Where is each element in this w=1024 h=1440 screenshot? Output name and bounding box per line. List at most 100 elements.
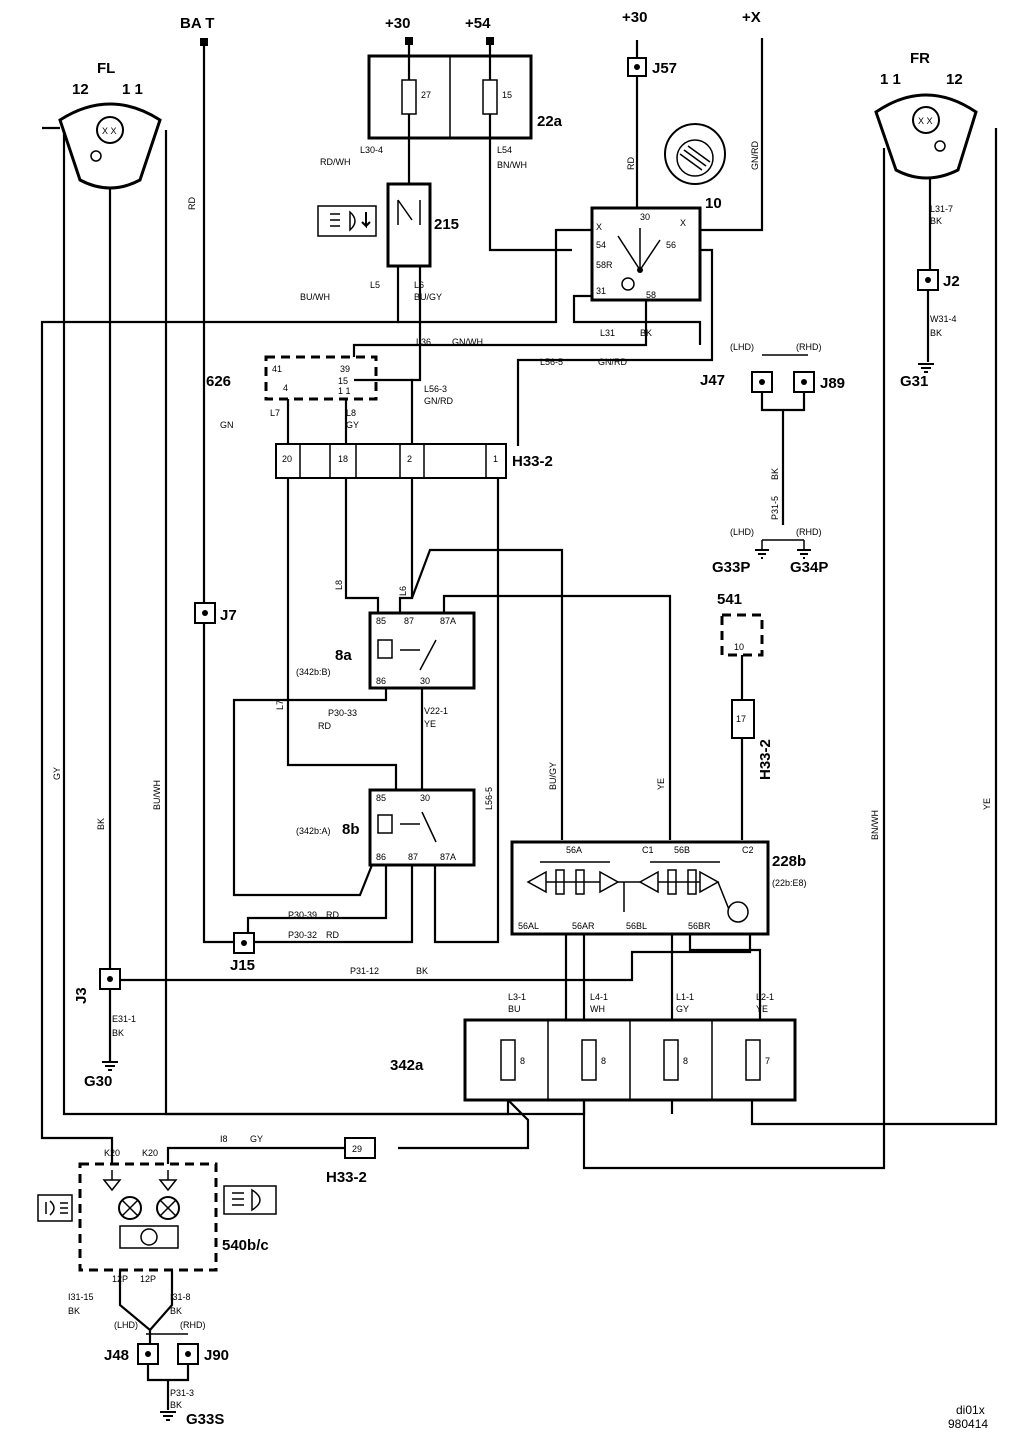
switch-215[interactable] [386,182,432,268]
wire-l2-1 [688,934,762,1020]
wire-l56-x [700,38,764,232]
module-pin-c2: C2 [742,845,754,855]
headlight-fl: X X [58,102,162,190]
high-beam-icon [223,1185,277,1215]
module-pin-56br: 56BR [688,921,711,931]
connector-540bc-label: 540b/c [222,1237,269,1254]
wire-gnrd-label: GN/RD [750,141,760,171]
headlight-fl-label: FL [97,60,115,77]
wire-l7-down-label: L7 [275,700,285,710]
ground-g31-label: G31 [900,373,928,390]
switch-215-label: 215 [434,216,459,233]
wire-bnwh-label: BN/WH [497,160,527,170]
wire-p30-33-color: RD [318,721,331,731]
headlight-fl-pin12: 12 [72,81,89,98]
headlight-fr-pin12: 12 [946,71,963,88]
wire-l4-1-color: WH [590,1004,605,1014]
relay-8b-label: 8b [342,821,360,838]
fuse-342a-2 [581,1039,597,1081]
junction-j57-label: J57 [652,60,677,77]
fuse-15-label: 15 [502,90,512,100]
wire-l1-1-label: L1-1 [676,992,694,1002]
wire-l56-5-color: GN/RD [598,357,628,367]
rhd-label-mid: (RHD) [796,527,822,537]
fuse15-out-wire [488,114,572,252]
junction-j48-dot [145,1351,151,1357]
module-pin-56a: 56A [566,845,582,855]
switch-10-pivot [637,267,643,273]
relay-8a-pin87: 87 [404,616,414,626]
bat-wire-label: RD [187,197,197,210]
rhd-label-top: (RHD) [796,342,822,352]
junction-j2-dot [925,277,931,283]
lhd-label-bot: (LHD) [114,1320,138,1330]
bat-wire [202,46,248,944]
relay-8a-pin86: 86 [376,676,386,686]
ground-g30-label: G30 [84,1073,112,1090]
junction-j90-label: J90 [204,1347,229,1364]
wire-l2 [750,128,998,1126]
relay-8b-coil [377,814,393,834]
bulb-cross-right [159,1199,177,1217]
wire-w31-4-label: W31-4 [930,314,957,324]
wire-i31-15-color: BK [68,1306,80,1316]
wire-p31-3 [146,1364,190,1410]
junction-j3-dot [107,976,113,982]
junction-j89-label: J89 [820,375,845,392]
connector-541-label: 541 [717,591,742,608]
relay-8b-pin30: 30 [420,793,430,803]
headlight-fr-label: FR [910,50,930,67]
relay-8a-pin87a: 87A [440,616,456,626]
pin-54-label: 54 [596,240,606,250]
pin-56-label: 56 [666,240,676,250]
wire-i31-8-label: I31-8 [170,1292,191,1302]
connector-626-label: 626 [206,373,231,390]
bulb-cross-left [121,1199,139,1217]
ground-split [761,539,805,550]
relay-8b-contact [400,811,437,843]
junction-j90-dot [185,1351,191,1357]
wire-p30-39 [246,865,388,935]
wire-l56-5 [516,248,714,446]
wire-w31-4-color: BK [930,328,942,338]
wire-l3-1-color: BU [508,1004,521,1014]
wire-p30-32-label: P30-32 [288,930,317,940]
relay-8b-pin85: 85 [376,793,386,803]
wire-i8-label: I8 [220,1134,228,1144]
pin-15-label: 15 [338,376,348,386]
pin-x-label: X [680,218,686,228]
ground-icon [918,363,934,373]
junction-j47-dot [759,379,765,385]
lhd-label-top: (LHD) [730,342,754,352]
plus54-terminal-label: +54 [465,15,491,32]
wire-i8-color: GY [250,1134,263,1144]
wire-l56-3-color: GN/RD [424,396,454,406]
wire-l1-1-color: GY [676,1004,689,1014]
wire-p30-32-color: RD [326,930,339,940]
connector-541 [720,613,764,657]
wire-p30-33-label: P30-33 [328,708,357,718]
footer-date: 980414 [948,1417,988,1431]
ground-icon [755,549,769,559]
wire-p31-12-color: BK [416,966,428,976]
fog-light-icon [37,1194,73,1222]
relay-8a-pin85: 85 [376,616,386,626]
wire-l36 [352,300,648,366]
fuse-342a-1 [500,1039,516,1081]
relay-8b-pin87a: 87A [440,852,456,862]
wire-l7-down [286,478,398,790]
relay-8a-sub: (342b:B) [296,667,331,677]
pin-s-label: X [596,222,602,232]
pin-58r-label: 58R [596,260,613,270]
module-pin-56ar: 56AR [572,921,595,931]
h33-2-dividers [299,444,487,478]
fuse-342a-2-label: 8 [601,1056,606,1066]
pin-31-label: 31 [596,286,606,296]
relay-8b-pin86: 86 [376,852,386,862]
wire-l17-color: YE [656,778,666,790]
relay-8b-sub: (342b:A) [296,826,331,836]
plus30-terminal-label: +30 [385,15,410,32]
footer-code: di01x [956,1403,985,1417]
wire-l4-color: BN/WH [870,810,880,840]
